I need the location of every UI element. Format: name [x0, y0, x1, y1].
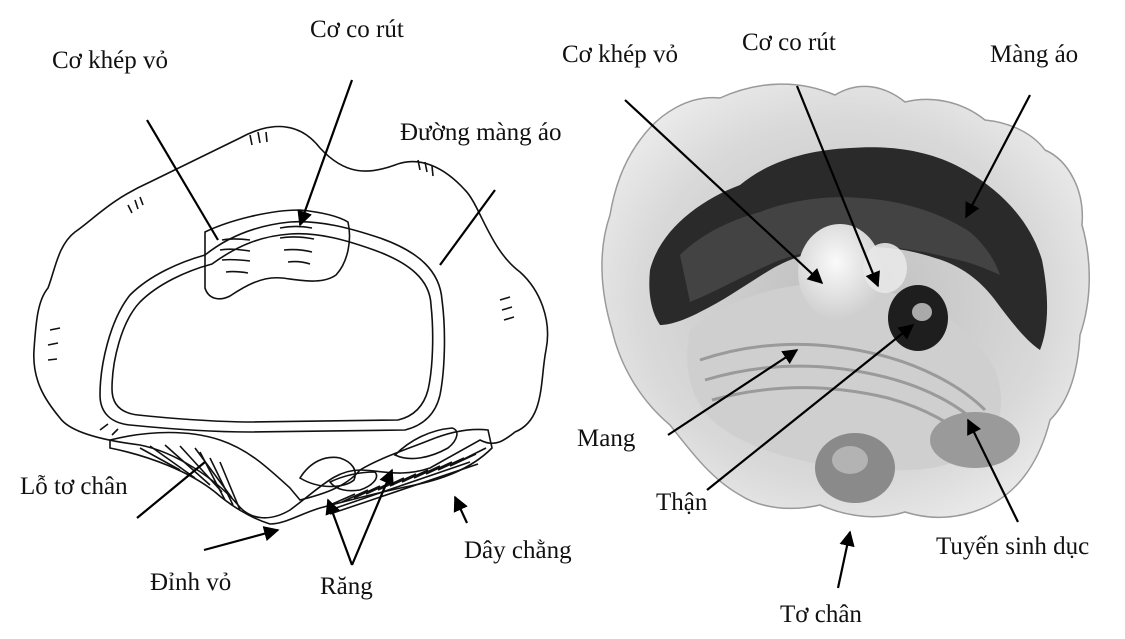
label-gill: Mang	[577, 425, 636, 452]
label-retractor-right: Cơ co rút	[742, 29, 836, 56]
pointer-line-byssal-notch	[137, 462, 205, 518]
pointer-line-adductor-left	[147, 120, 218, 240]
shell-line-drawing	[34, 127, 548, 525]
label-adductor-left: Cơ khép vỏ	[52, 47, 168, 74]
photo-gonad	[930, 412, 1020, 468]
label-pallial-line: Đường màng áo	[400, 119, 561, 146]
left-labels: Cơ khép vỏ Cơ co rút Đường màng áo Lỗ tơ…	[20, 16, 572, 600]
label-teeth: Răng	[320, 573, 373, 600]
pointer-arrow-ligament	[455, 497, 467, 523]
label-retractor-left: Cơ co rút	[310, 16, 404, 43]
label-mantle: Màng áo	[990, 41, 1078, 68]
shell-texture-marks	[48, 132, 514, 435]
pallial-line-outer	[100, 222, 444, 432]
label-adductor-right: Cơ khép vỏ	[562, 41, 678, 68]
label-byssus: Tơ chân	[780, 601, 862, 628]
ligament-hatching	[140, 445, 486, 514]
pointer-arrow-retractor-left	[300, 80, 352, 225]
pointer-arrow-byssus	[838, 532, 850, 588]
photo-foot-highlight	[832, 446, 868, 474]
label-ligament: Dây chằng	[464, 537, 572, 564]
dissection-photo	[602, 84, 1089, 517]
label-umbo: Đỉnh vỏ	[150, 569, 231, 596]
label-byssal-notch: Lỗ tơ chân	[20, 473, 128, 500]
pallial-line-inner	[112, 234, 433, 422]
pointer-arrow-umbo	[204, 530, 278, 550]
photo-kidney-highlight	[912, 303, 932, 321]
label-kidney: Thận	[656, 489, 708, 516]
pointer-arrow-tooth-a	[328, 500, 352, 565]
hinge-tooth-2	[395, 428, 457, 459]
left-pointer-lines	[137, 80, 495, 565]
shell-outline	[34, 127, 548, 518]
label-gonad: Tuyến sinh dục	[936, 533, 1089, 560]
